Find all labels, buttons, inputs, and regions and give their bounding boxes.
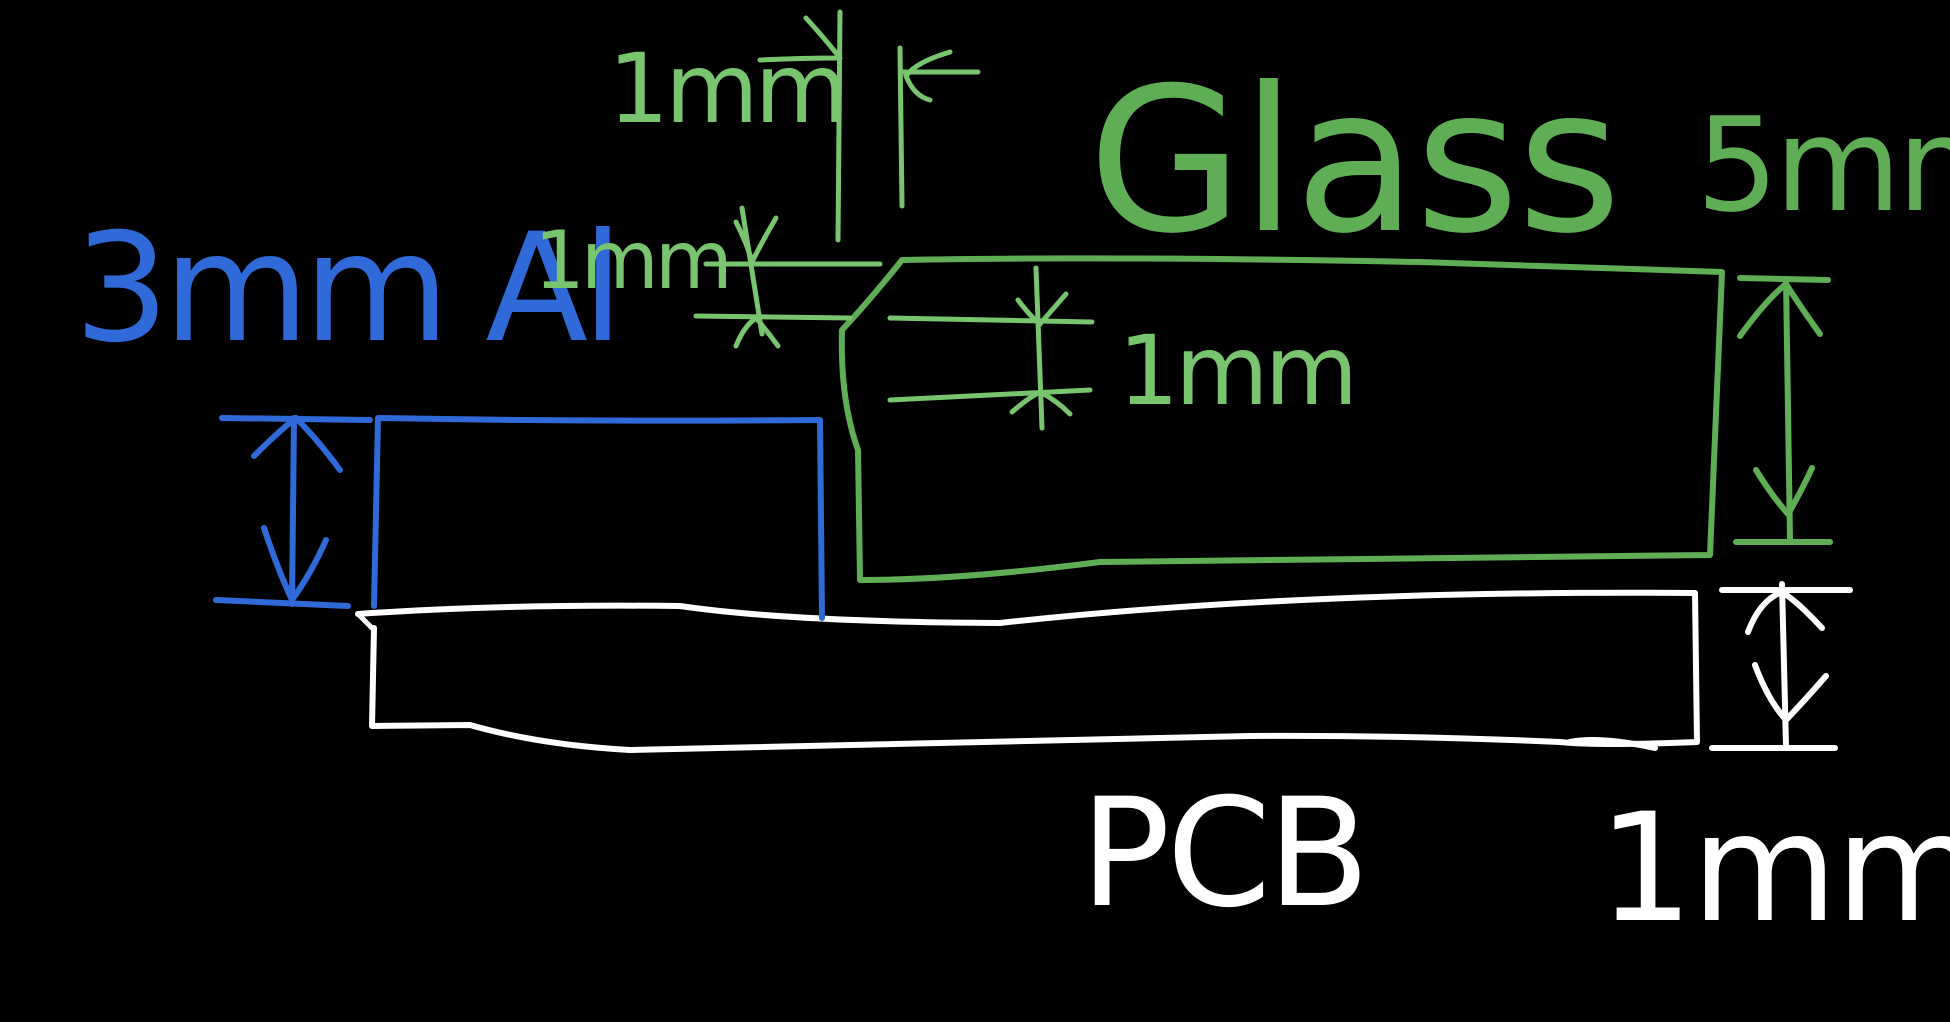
inner-gap-dimension — [887, 265, 1095, 431]
inner-gap-vertical — [1033, 265, 1045, 431]
top-gap-label: 1mm — [608, 33, 844, 145]
inner-gap-top-line — [887, 315, 1095, 325]
glass-dim-vertical — [1783, 277, 1793, 543]
inner-gap-label: 1mm — [1118, 315, 1354, 427]
inner-gap-bottom-line — [887, 387, 1093, 403]
pcb-connector — [355, 611, 375, 631]
top-gap-dimension — [757, 9, 981, 243]
pcb-thickness-label: 1mm — [1598, 782, 1950, 956]
side-gap-vertical — [739, 205, 765, 337]
top-gap-left-line — [835, 9, 843, 243]
pcb-dim-arrow-top — [1745, 589, 1825, 635]
top-gap-arrow-right — [899, 49, 981, 103]
al-dim-vertical — [289, 415, 297, 607]
al-label: 3mm Al — [74, 202, 618, 376]
top-gap-arrow-left — [757, 15, 843, 63]
glass-label: Glass — [1088, 45, 1620, 278]
al-dim-arrow-bottom — [261, 525, 329, 603]
glass-dim-arrow-bottom — [1753, 465, 1815, 517]
side-gap-arrow-top — [733, 215, 779, 270]
top-gap-right-line — [897, 45, 905, 209]
aluminum-group — [213, 415, 825, 621]
pcb-group — [355, 581, 1853, 753]
glass-block-outline — [838, 255, 1725, 583]
side-gap-bottom-line — [693, 313, 853, 321]
inner-gap-arrow-top — [1015, 291, 1069, 328]
glass-thickness-label: 5mm — [1696, 89, 1950, 241]
al-dim-arrow-top — [251, 415, 343, 473]
glass-group — [838, 255, 1833, 583]
aluminum-block-outline — [371, 415, 825, 621]
pcb-left-notch — [355, 611, 375, 631]
side-gap-dimension — [693, 205, 883, 349]
pcb-board-outline — [355, 589, 1700, 753]
inner-gap-arrow-bottom — [1009, 389, 1073, 417]
pcb-dim-arrow-bottom — [1752, 662, 1829, 723]
glass-dim-arrow-top — [1737, 281, 1823, 339]
side-gap-label: 1mm — [534, 214, 729, 307]
al-dim-bottom-line — [213, 597, 351, 609]
side-gap-arrow-bottom — [733, 314, 781, 349]
pcb-bottom-tick — [1567, 737, 1658, 751]
pcb-label: PCB — [1080, 767, 1366, 941]
